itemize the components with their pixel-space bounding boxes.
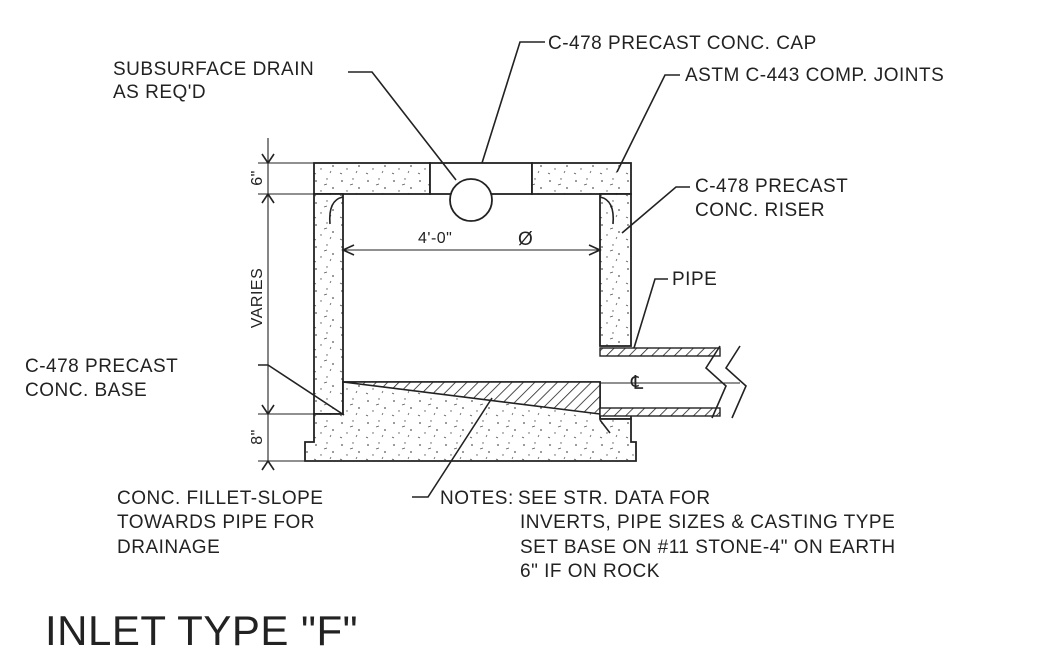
joint-fillet-left <box>328 196 344 225</box>
label-drain-line1: SUBSURFACE DRAIN <box>113 59 314 80</box>
inlet-structure <box>304 162 747 462</box>
leader-fillet <box>412 397 493 498</box>
label-fillet-line1: CONC. FILLET-SLOPE <box>117 488 323 509</box>
drawing-title: INLET TYPE "F" <box>45 607 358 651</box>
centerline-symbol: ℄ <box>630 373 644 394</box>
dimension-diameter: 4'-0" <box>418 230 452 247</box>
notes-line1: SEE STR. DATA FOR <box>518 488 711 509</box>
notes-line2: INVERTS, PIPE SIZES & CASTING TYPE <box>520 512 895 533</box>
label-riser-line2: CONC. RISER <box>695 200 825 221</box>
leader-riser <box>621 186 690 234</box>
concrete-fillet <box>342 381 601 415</box>
label-pipe: PIPE <box>672 269 717 290</box>
leader-pipe <box>633 278 668 349</box>
cap-right-block <box>531 162 632 195</box>
cap-left-block <box>313 162 431 195</box>
leader-footing <box>599 419 611 434</box>
leader-lines <box>258 41 690 498</box>
dimension-lines <box>258 138 602 471</box>
notes-line3: SET BASE ON #11 STONE-4" ON EARTH <box>520 537 896 558</box>
label-joints: ASTM C-443 COMP. JOINTS <box>685 65 944 86</box>
riser-right-wall <box>599 193 632 347</box>
leader-cap <box>481 41 545 164</box>
notes-heading: NOTES: <box>440 488 514 509</box>
label-cap: C-478 PRECAST CONC. CAP <box>548 33 817 54</box>
joint-fillet-right <box>599 196 615 225</box>
leader-base <box>258 364 345 416</box>
label-riser-line1: C-478 PRECAST <box>695 176 848 197</box>
outlet-pipe <box>599 345 747 419</box>
leader-drain <box>348 71 457 181</box>
dimension-varies: VARIES <box>249 268 266 329</box>
diameter-symbol: Ø <box>518 229 533 250</box>
label-drain-line2: AS REQ'D <box>113 82 206 103</box>
leader-joints <box>616 74 680 173</box>
label-fillet-line3: DRAINAGE <box>117 537 220 558</box>
riser-left-wall <box>313 193 344 415</box>
label-base-line1: C-478 PRECAST <box>25 356 178 377</box>
notes-line4: 6" IF ON ROCK <box>520 561 660 582</box>
label-base-line2: CONC. BASE <box>25 380 147 401</box>
dimension-bottom: 8" <box>249 429 266 445</box>
label-fillet-line2: TOWARDS PIPE FOR <box>117 512 315 533</box>
dimension-top: 6" <box>249 170 266 186</box>
subsurface-drain-circle <box>449 178 493 222</box>
